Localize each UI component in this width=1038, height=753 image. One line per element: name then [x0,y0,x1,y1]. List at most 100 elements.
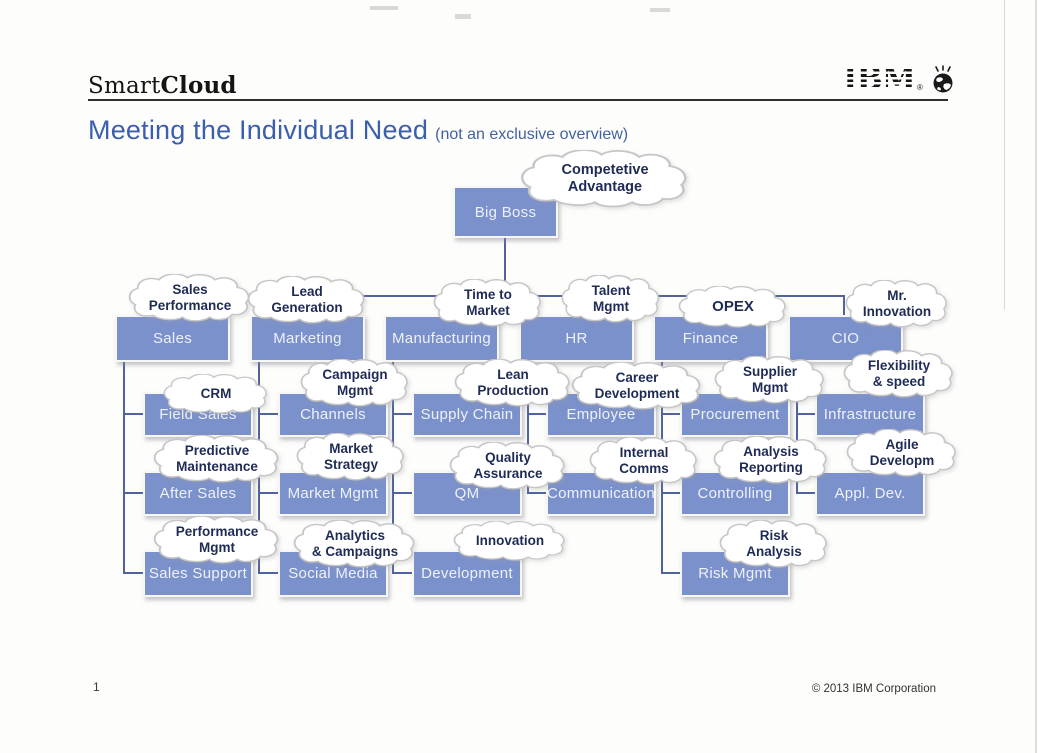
cloud-career-development: Career Development [571,362,703,410]
org-box-label: Appl. Dev. [834,485,906,502]
cloud-competetive-advantage: Competetive Advantage [520,150,690,208]
scan-artifact [370,6,398,10]
connector-stub-risk-mgmt [661,572,680,574]
cloud-lead-generation: Lead Generation [247,276,367,324]
connector-stub-social-media [258,572,278,574]
cloud-internal-comms: Internal Comms [589,437,699,485]
org-box-label: Sales Support [148,565,248,582]
cloud-opex: OPEX [678,286,788,328]
cloud-label: Time to Market [464,287,512,318]
cloud-label: Lead Generation [271,284,343,315]
connector-column-sales [123,360,125,574]
cloud-label: Quality Assurance [473,450,543,481]
org-box-label: Finance [682,330,739,347]
cloud-label: Career Development [594,370,680,401]
org-box-label: Big Boss [474,203,537,221]
cloud-time-to-market: Time to Market [433,279,543,327]
scan-artifact [650,8,670,12]
org-box-label: Market Mgmt [287,485,379,502]
cloud-label: OPEX [712,298,754,316]
connector-stub-after-sales [123,492,143,494]
cloud-label: Supplier Mgmt [742,364,797,395]
cloud-risk-analysis: Risk Analysis [719,520,829,568]
smarter-planet-globe-icon [933,64,953,92]
connector-stub-sales-support [123,572,143,574]
scan-artifact [1004,0,1005,310]
org-box-development: Development [412,550,522,597]
connector-stub-appl-dev [796,492,815,494]
ibm-wordmark: IBM [843,61,916,97]
cloud-mr-innovation: Mr. Innovation [845,280,949,328]
title-main: Meeting the Individual Need [88,115,429,145]
org-box-label: Communication [546,485,656,502]
cloud-campaign-mgmt: Campaign Mgmt [300,359,410,407]
cloud-performance-mgmt: Performance Mgmt [153,516,281,564]
cloud-label: Campaign Mgmt [322,367,388,398]
copyright-text: © 2013 IBM Corporation [811,683,936,695]
connector-stub-channels [258,413,278,415]
cloud-market-strategy: Market Strategy [296,433,406,481]
cloud-quality-assurance: Quality Assurance [449,442,567,490]
cloud-label: Competetive Advantage [561,161,649,195]
cloud-analytics-campaigns: InnovationAnalytics & Campaigns [293,520,417,568]
cloud-label: Internal Comms [619,445,669,476]
connector-stub-communication [527,492,546,494]
org-box-label: QM [454,485,480,502]
title-subtitle: (not an exclusive overview) [435,126,629,143]
cloud-crm: CRM [163,374,269,414]
org-box-label: Marketing [273,330,342,347]
cloud-predictive-maintenance: Predictive Maintenance [153,435,281,483]
org-box-label: After Sales [159,485,237,502]
org-box-hr: HR [519,315,634,362]
cloud-lean-production: Lean Production [454,359,572,407]
connector-column-cio [796,360,798,494]
cloud-label: CRM [200,386,232,402]
cloud-talent-mgmt: Talent Mgmt [561,275,661,323]
org-box-manufacturing: Manufacturing [384,315,499,362]
connector-stub-controlling [661,492,680,494]
connector-stub-employee [527,413,546,415]
connector-column-hr [527,360,529,494]
org-box-sales: Sales [115,315,230,362]
cloud-label: Mr. Innovation [862,288,932,319]
connector-root-down [504,238,506,296]
org-box-label: Employee [566,406,636,423]
ibm-logo: IBM ® [843,64,957,95]
cloud-label: Innovation [475,533,545,549]
smartcloud-logo: SmartCloud [88,72,237,99]
connector-stub-market-mgmt [258,492,278,494]
connector-stub-infrastructure [796,413,815,415]
cloud-label: Market Strategy [323,441,379,472]
brand-cloud: Cloud [160,72,237,99]
cloud-label: Predictive Maintenance [176,443,258,474]
cloud-analysis-reporting: Analysis Reporting [713,436,829,484]
scan-artifact [1035,0,1037,753]
cloud-label: Risk Analysis [746,528,802,559]
cloud-sales-performance: Sales Performance [128,274,252,322]
page-title: Meeting the Individual Need (not an exclu… [88,115,628,146]
org-box-label: Sales [152,330,193,347]
org-box-label: Risk Mgmt [698,565,772,582]
org-box-label: Infrastructure [823,406,917,423]
org-box-supply-chain: Supply Chain [412,392,522,437]
page-number: 1 [93,680,100,694]
cloud-label: Agile Developm [869,437,935,468]
cloud-label: Sales Performance [148,282,232,313]
org-box-label: HR [565,330,588,347]
org-box-label: Manufacturing [392,330,491,347]
cloud-agile-developm: Agile Developm [846,429,958,477]
org-box-appl-dev: Appl. Dev. [815,471,925,516]
connector-stub-procurement [661,413,680,415]
cloud-supplier-mgmt: Supplier Mgmt [714,356,826,404]
connector-stub-field-sales [123,413,143,415]
scan-artifact [455,14,471,19]
header-divider [88,99,948,101]
connector-stub-qm [392,492,412,494]
org-box-label: CIO [831,330,860,347]
connector-stub-cio [843,295,845,316]
org-box-label: Development [421,565,513,582]
org-box-label: Channels [300,406,366,423]
cloud-label: Performance Mgmt [175,524,259,555]
org-box-label: Procurement [690,406,780,423]
cloud-label: Flexibility & speed [867,358,931,389]
